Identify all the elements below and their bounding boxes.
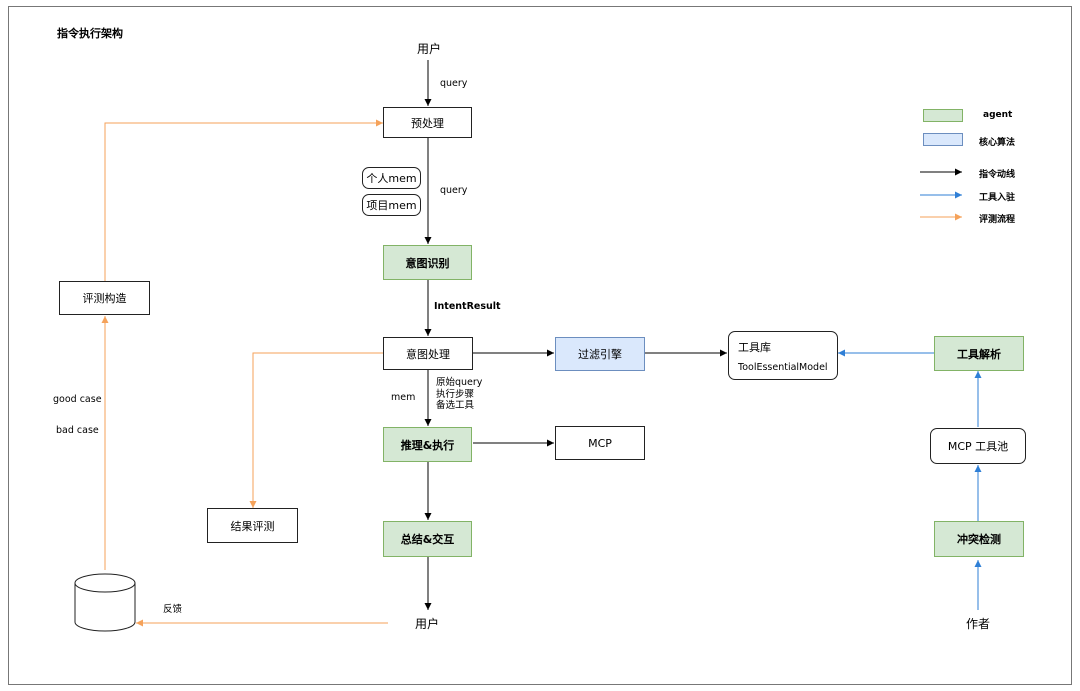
diagram-frame [8, 6, 1072, 685]
node-eval-construct-label: 评测构造 [82, 292, 127, 305]
legend-swatch-agent [923, 109, 963, 122]
legend-label-instruction: 指令动线 [979, 170, 1016, 180]
node-personal-mem-label: 个人mem [366, 172, 417, 185]
edge-label-feedback: 反馈 [163, 604, 183, 615]
node-tool-parsing-label: 工具解析 [957, 347, 1001, 361]
node-intent-recognition-label: 意图识别 [405, 256, 450, 270]
node-preprocess-label: 预处理 [411, 116, 444, 130]
legend-label-agent: agent [983, 110, 1013, 120]
node-tool-library-title: 工具库 [738, 340, 771, 354]
node-author: 作者 [966, 617, 991, 631]
legend-label-core: 核心算法 [979, 138, 1016, 148]
edge-label-exec-steps: 执行步骤 [436, 388, 475, 400]
node-personal-mem: 个人mem [362, 167, 421, 189]
node-mcp-label: MCP [588, 436, 612, 450]
node-reason-exec: 推理&执行 [383, 427, 472, 462]
node-project-mem: 项目mem [362, 194, 421, 216]
node-filter-engine-label: 过滤引擎 [578, 348, 622, 361]
edge-label-intent-result: IntentResult [434, 301, 501, 312]
legend-swatch-core [923, 133, 963, 146]
node-project-mem-label: 项目mem [366, 199, 417, 212]
node-intent-processing: 意图处理 [383, 337, 473, 370]
edge-label-mem: mem [391, 392, 416, 403]
edge-label-original-query: 原始query [436, 377, 483, 388]
node-reason-exec-label: 推理&执行 [400, 438, 455, 452]
node-intent-processing-label: 意图处理 [406, 347, 450, 361]
node-summary: 总结&交互 [383, 521, 472, 557]
node-filter-engine: 过滤引擎 [555, 337, 645, 371]
edge-label-bad-case: bad case [56, 425, 99, 436]
edge-label-query-1: query [440, 78, 468, 89]
node-conflict-check-label: 冲突检测 [957, 533, 1001, 546]
node-mcp-pool: MCP 工具池 [930, 428, 1026, 464]
node-tool-parsing: 工具解析 [934, 336, 1024, 371]
edge-processing-resulteval [249, 352, 383, 508]
node-intent-recognition: 意图识别 [383, 245, 472, 280]
node-eval-construct: 评测构造 [59, 281, 150, 315]
node-mcp: MCP [555, 426, 645, 460]
node-user-bottom: 用户 [415, 617, 440, 631]
node-conflict-check: 冲突检测 [934, 521, 1024, 557]
node-result-eval: 结果评测 [207, 508, 298, 543]
node-user-top: 用户 [417, 42, 442, 56]
node-summary-label: 总结&交互 [400, 533, 455, 546]
node-mcp-pool-label: MCP 工具池 [947, 440, 1009, 453]
diagram-title: 指令执行架构 [57, 27, 123, 40]
node-result-eval-label: 结果评测 [230, 519, 275, 533]
legend-label-tool: 工具入驻 [979, 193, 1016, 203]
edge-label-good-case: good case [53, 394, 102, 405]
legend-label-eval: 评测流程 [979, 215, 1016, 225]
edge-evalconstruct-preprocess [104, 119, 383, 281]
node-preprocess: 预处理 [383, 107, 472, 138]
edge-label-query-2: query [440, 185, 468, 196]
edge-label-context-list: 原始query 执行步骤 备选工具 [436, 377, 482, 412]
case-database-icon [74, 573, 136, 632]
node-tool-library-model: ToolEssentialModel [738, 361, 828, 373]
node-tool-library: 工具库 ToolEssentialModel [728, 331, 838, 380]
edge-label-candidate-tools: 备选工具 [436, 400, 475, 411]
